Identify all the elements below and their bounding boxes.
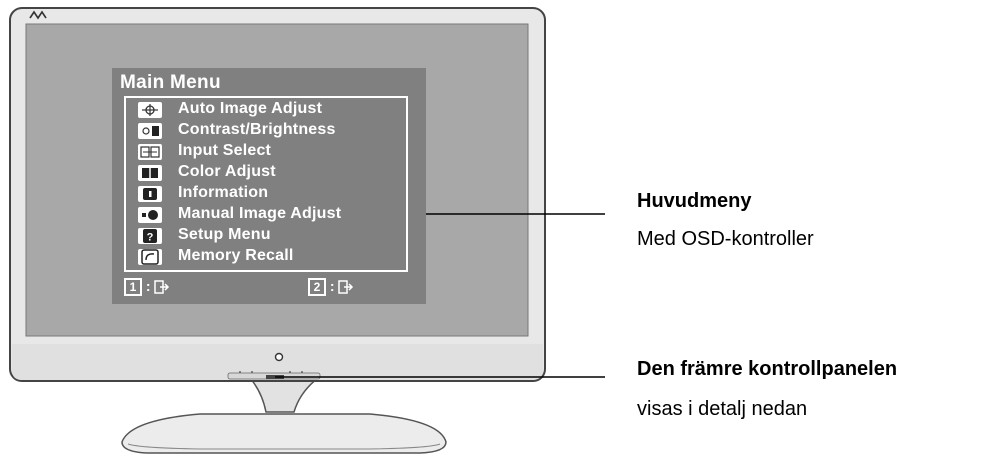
osd-item-label: Setup Menu (178, 226, 271, 243)
osd-item-label: Information (178, 184, 269, 201)
power-button (274, 352, 284, 362)
input-icon (138, 144, 162, 160)
question-icon: ? (138, 228, 162, 244)
brand-logo (29, 10, 47, 20)
osd-key-1-hint: 1 : (124, 278, 170, 297)
osd-item-label: Color Adjust (178, 163, 276, 180)
osd-item-label: Auto Image Adjust (178, 100, 323, 117)
osd-item-label: Manual Image Adjust (178, 205, 342, 222)
callout-control-panel-title: Den främre kontrollpanelen (637, 358, 898, 380)
exit-icon (338, 280, 354, 295)
callout-control-panel-subtitle: visas i detalj nedan (637, 398, 808, 420)
info-icon (138, 186, 162, 202)
osd-main-menu: Main Menu Auto Image Adjust Contrast/Bri… (112, 68, 426, 304)
key-1-box: 1 (124, 278, 142, 297)
osd-item-label: Contrast/Brightness (178, 121, 336, 138)
osd-title: Main Menu (120, 72, 221, 93)
monitor-stand-base (121, 413, 447, 454)
svg-text:?: ? (147, 232, 154, 244)
key-separator: : (329, 278, 335, 294)
osd-item-list: Auto Image Adjust Contrast/Brightness In… (124, 96, 408, 272)
recall-icon (138, 249, 162, 265)
key-2-box: 2 (308, 278, 326, 297)
osd-key-2-hint: 2 : (308, 278, 354, 297)
monitor-stand-neck (248, 377, 321, 413)
manual-adjust-icon (138, 207, 162, 223)
callout-main-menu-title: Huvudmeny (637, 190, 752, 212)
brightness-icon (138, 123, 162, 139)
color-icon (138, 165, 162, 181)
key-separator: : (145, 278, 151, 294)
callout-main-menu-subtitle: Med OSD-kontroller (637, 228, 814, 250)
osd-item-label: Input Select (178, 142, 272, 159)
exit-icon (154, 280, 170, 295)
crosshair-icon (138, 102, 162, 118)
osd-item-label: Memory Recall (178, 247, 294, 264)
